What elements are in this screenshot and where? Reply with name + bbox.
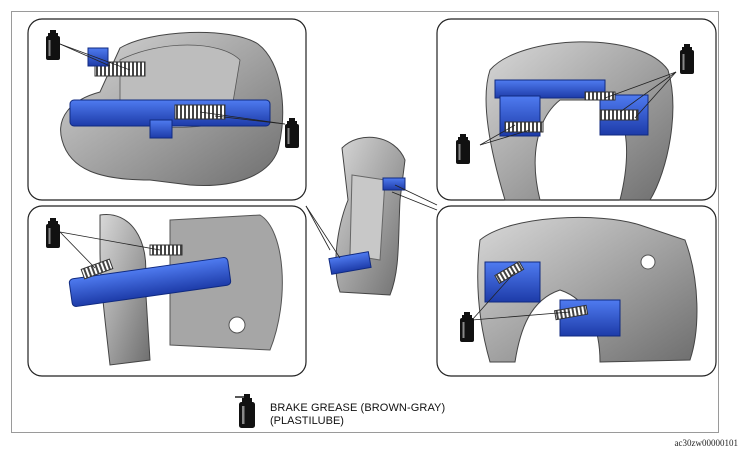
grease-tube-icon <box>285 118 299 148</box>
panel-bottom-left <box>27 205 307 377</box>
shim-spring <box>149 244 183 256</box>
grease-tube-icon <box>680 44 694 74</box>
shim-spring <box>584 91 616 101</box>
grease-tube-icon <box>46 218 60 248</box>
shim-spring <box>599 109 639 121</box>
legend-text-line1: BRAKE GREASE (BROWN-GRAY) <box>270 402 446 414</box>
legend-text-line2: (PLASTILUBE) <box>270 415 344 427</box>
shim-spring <box>553 304 589 321</box>
grease-tube-icon <box>460 312 474 342</box>
caliper-overview <box>305 136 438 296</box>
grease-tube-icon <box>235 394 255 428</box>
shim-spring <box>80 258 114 280</box>
reference-code: ac30zw00000101 <box>674 438 738 448</box>
panel-top-right <box>436 18 717 201</box>
diagram-frame <box>11 11 719 433</box>
grease-tube-icon <box>46 30 60 60</box>
panel-bottom-right <box>436 205 717 377</box>
panel-top-left <box>27 18 307 201</box>
caliper-bracket <box>477 216 698 363</box>
grease-tube-icon <box>456 134 470 164</box>
